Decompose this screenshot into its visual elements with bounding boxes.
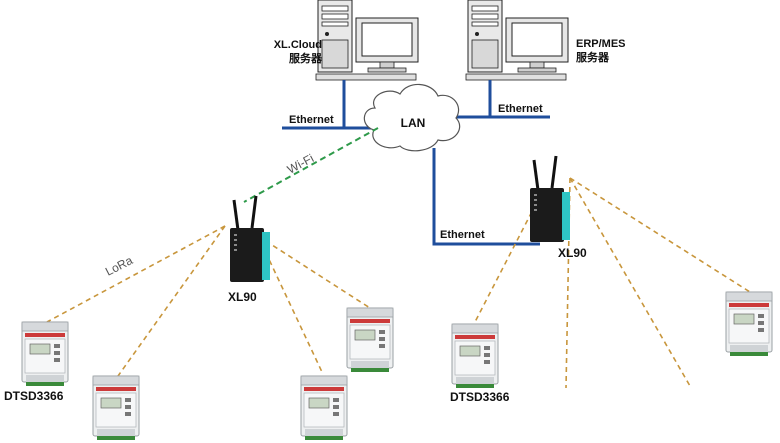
- meter-icon: [346, 307, 394, 373]
- lora-links-right: [474, 177, 751, 389]
- gateway-left-label: XL90: [228, 290, 257, 304]
- ethernet-label-gateway: Ethernet: [440, 229, 485, 241]
- lora-label: LoRa: [103, 253, 135, 279]
- wifi-label: Wi-Fi: [285, 151, 316, 176]
- meter-icon: [300, 375, 348, 441]
- cloud-server-icon: [315, 0, 419, 81]
- meter-label-right: DTSD3366: [450, 390, 510, 404]
- gateway-right-label: XL90: [558, 246, 587, 260]
- meter-icon: [21, 321, 69, 387]
- cloud-server-name: XL.Cloud: [274, 39, 322, 51]
- meter-icon: [92, 375, 140, 441]
- meter-icon: [725, 291, 773, 357]
- ethernet-lines: [282, 80, 550, 246]
- lan-cloud-icon: [363, 83, 461, 152]
- erp-server-icon: [465, 0, 569, 81]
- gateway-right-icon: [528, 154, 572, 244]
- meter-label-left: DTSD3366: [4, 389, 64, 403]
- lora-links-left: [46, 225, 371, 377]
- lan-label: LAN: [401, 116, 426, 130]
- ethernet-label-left: Ethernet: [289, 114, 334, 126]
- ethernet-label-right: Ethernet: [498, 103, 543, 115]
- cloud-server-type: 服务器: [289, 51, 323, 65]
- erp-server-name: ERP/MES: [576, 38, 626, 50]
- gateway-left-icon: [228, 194, 272, 284]
- wifi-link: [243, 127, 379, 203]
- meter-icon: [451, 323, 499, 389]
- erp-server-type: 服务器: [576, 50, 610, 64]
